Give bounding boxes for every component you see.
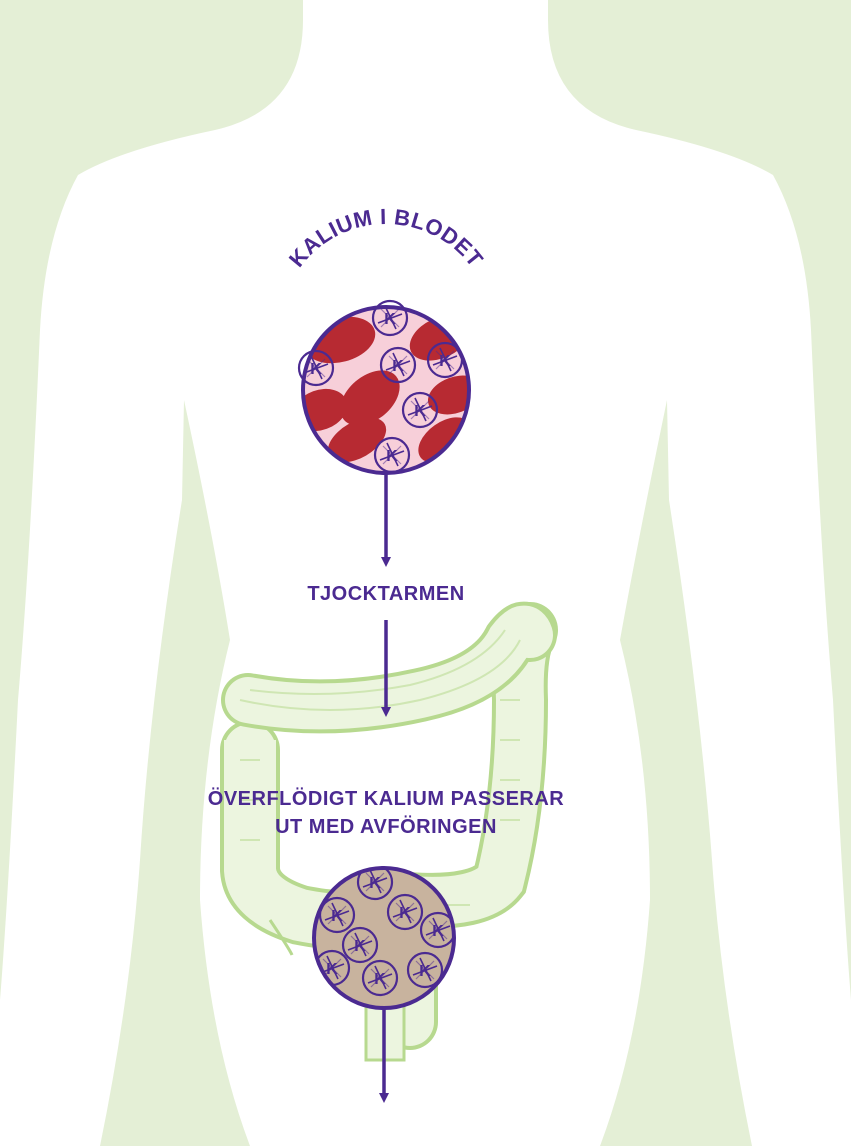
stool-sample-icon: [314, 865, 455, 1008]
colon-label: TJOCKTARMEN: [307, 583, 464, 605]
excess-label-line2: UT MED AVFÖRINGEN: [275, 815, 497, 838]
excess-label-line1: ÖVERFLÖDIGT KALIUM PASSERAR: [208, 787, 565, 810]
